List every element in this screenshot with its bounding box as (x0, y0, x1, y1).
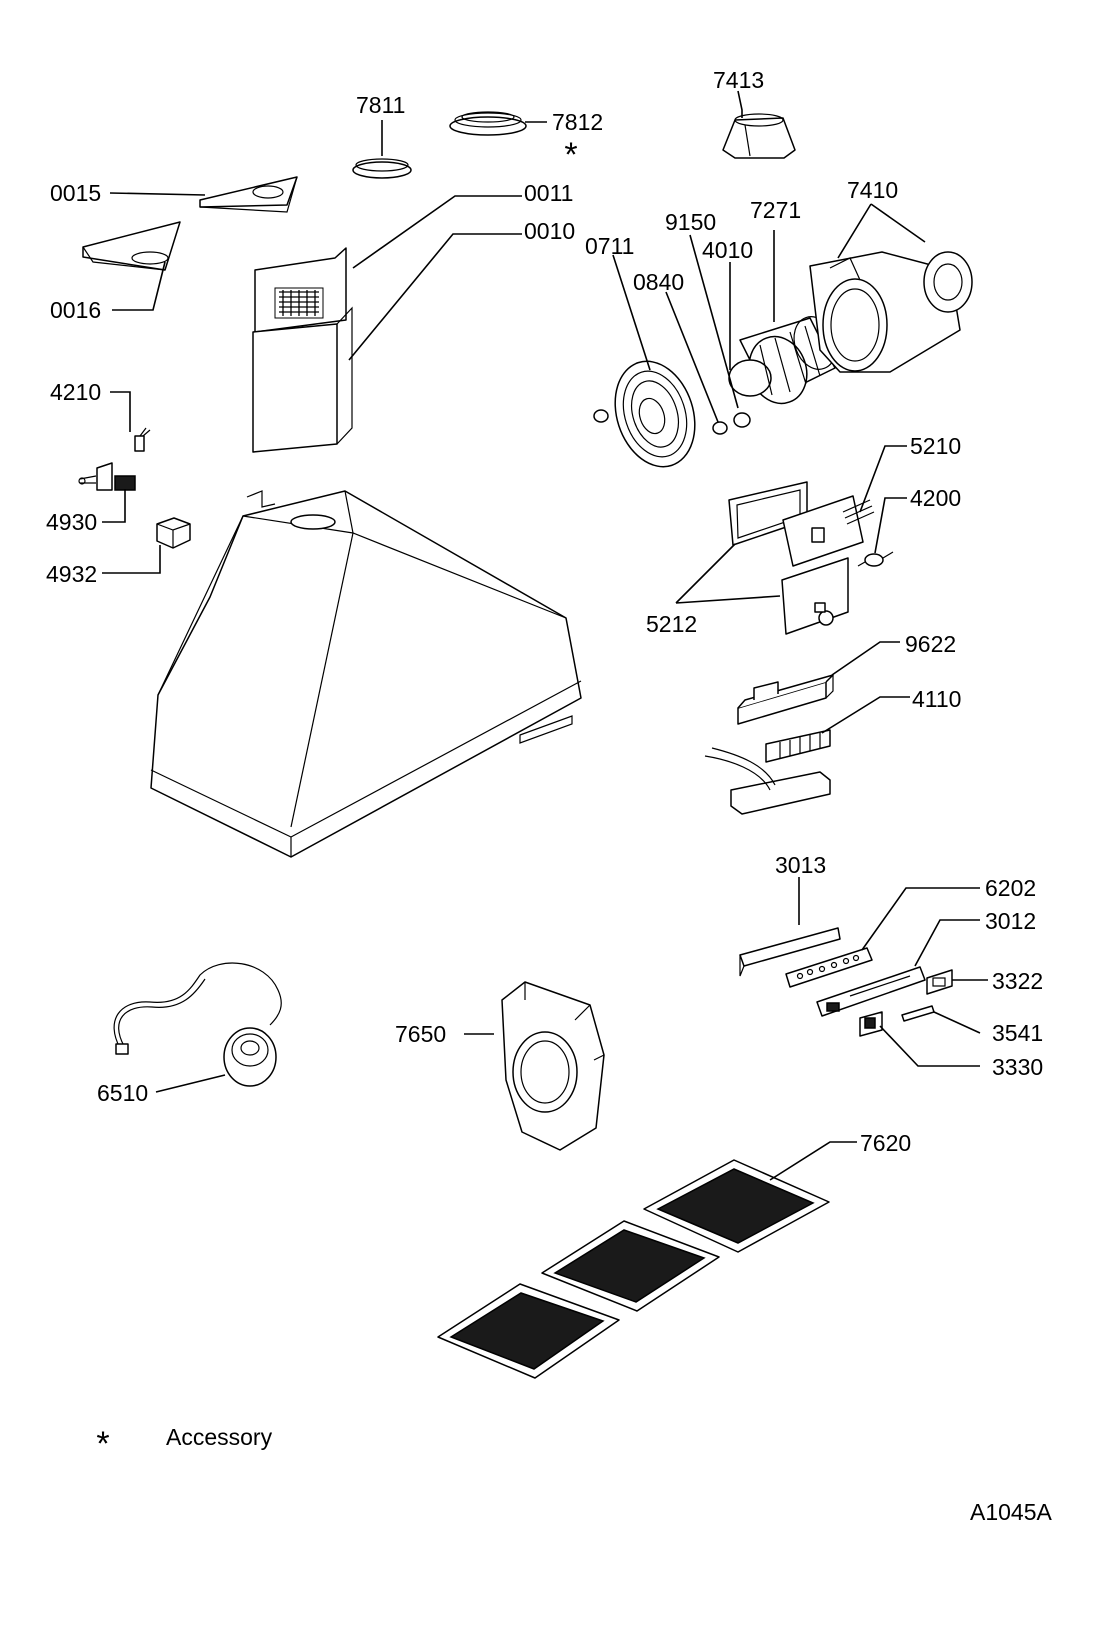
label-5210: 5210 (910, 433, 961, 459)
label-7650: 7650 (395, 1021, 446, 1047)
part-5212-boxes (728, 481, 849, 635)
label-4210: 4210 (50, 379, 101, 405)
label-0711: 0711 (585, 233, 634, 259)
part-motor-wheel (728, 316, 837, 405)
part-0015-bracket (199, 176, 298, 213)
part-3330 (859, 1011, 883, 1037)
label-4932: 4932 (46, 561, 97, 587)
part-3541 (901, 1005, 935, 1022)
part-7811-ring (352, 158, 412, 179)
label-0010: 0010 (524, 218, 575, 244)
label-4200: 4200 (910, 485, 961, 511)
part-6510-lamp (113, 962, 282, 1087)
part-3012-panel (816, 966, 926, 1017)
label-9622: 9622 (905, 631, 956, 657)
label-4110: 4110 (912, 686, 961, 712)
label-3541: 3541 (992, 1020, 1043, 1046)
label-3322: 3322 (992, 968, 1043, 994)
label-0840: 0840 (633, 269, 684, 295)
part-7620-filters (437, 1159, 830, 1379)
leader-lines (102, 90, 988, 1181)
part-7413-cap (722, 113, 796, 159)
legend-marker: * (96, 1425, 109, 1463)
part-5210-board (782, 495, 875, 567)
part-6202-panel (785, 947, 873, 988)
part-0016-bracket (82, 221, 181, 271)
part-3013-strip (739, 927, 841, 977)
label-6510: 6510 (97, 1080, 148, 1106)
label-7271: 7271 (750, 197, 801, 223)
label-3013: 3013 (775, 852, 826, 878)
part-4930 (78, 462, 136, 491)
label-7620: 7620 (860, 1130, 911, 1156)
accessory-marker-7812: * (564, 136, 577, 174)
label-4010: 4010 (702, 237, 753, 263)
part-7410-housing (809, 251, 973, 373)
label-3012: 3012 (985, 908, 1036, 934)
part-3322 (926, 969, 953, 995)
part-7650-housing (501, 981, 605, 1151)
legend-text: Accessory (166, 1424, 273, 1450)
part-chimney (252, 247, 353, 453)
label-6202: 6202 (985, 875, 1036, 901)
hood-body (150, 490, 582, 858)
label-0015: 0015 (50, 180, 101, 206)
part-0711-disk (593, 360, 696, 468)
part-0840-9150 (712, 412, 751, 435)
label-0011: 0011 (524, 180, 573, 206)
label-3330: 3330 (992, 1054, 1043, 1080)
part-4210 (134, 427, 151, 452)
label-7812: 7812 (552, 109, 603, 135)
drawing-code: A1045A (970, 1499, 1053, 1525)
label-0016: 0016 (50, 297, 101, 323)
part-4200-capacitor (857, 551, 894, 567)
part-4110 (704, 729, 831, 815)
label-4930: 4930 (46, 509, 97, 535)
part-9622 (737, 674, 834, 725)
label-9150: 9150 (665, 209, 716, 235)
label-7410: 7410 (847, 177, 898, 203)
part-labels: 7811 7812 7413 0015 0011 0010 0016 9150 … (46, 67, 1053, 1525)
label-7811: 7811 (356, 92, 405, 118)
part-4932 (156, 517, 191, 549)
label-5212: 5212 (646, 611, 697, 637)
label-7413: 7413 (713, 67, 764, 93)
part-7812-ring (449, 111, 527, 136)
